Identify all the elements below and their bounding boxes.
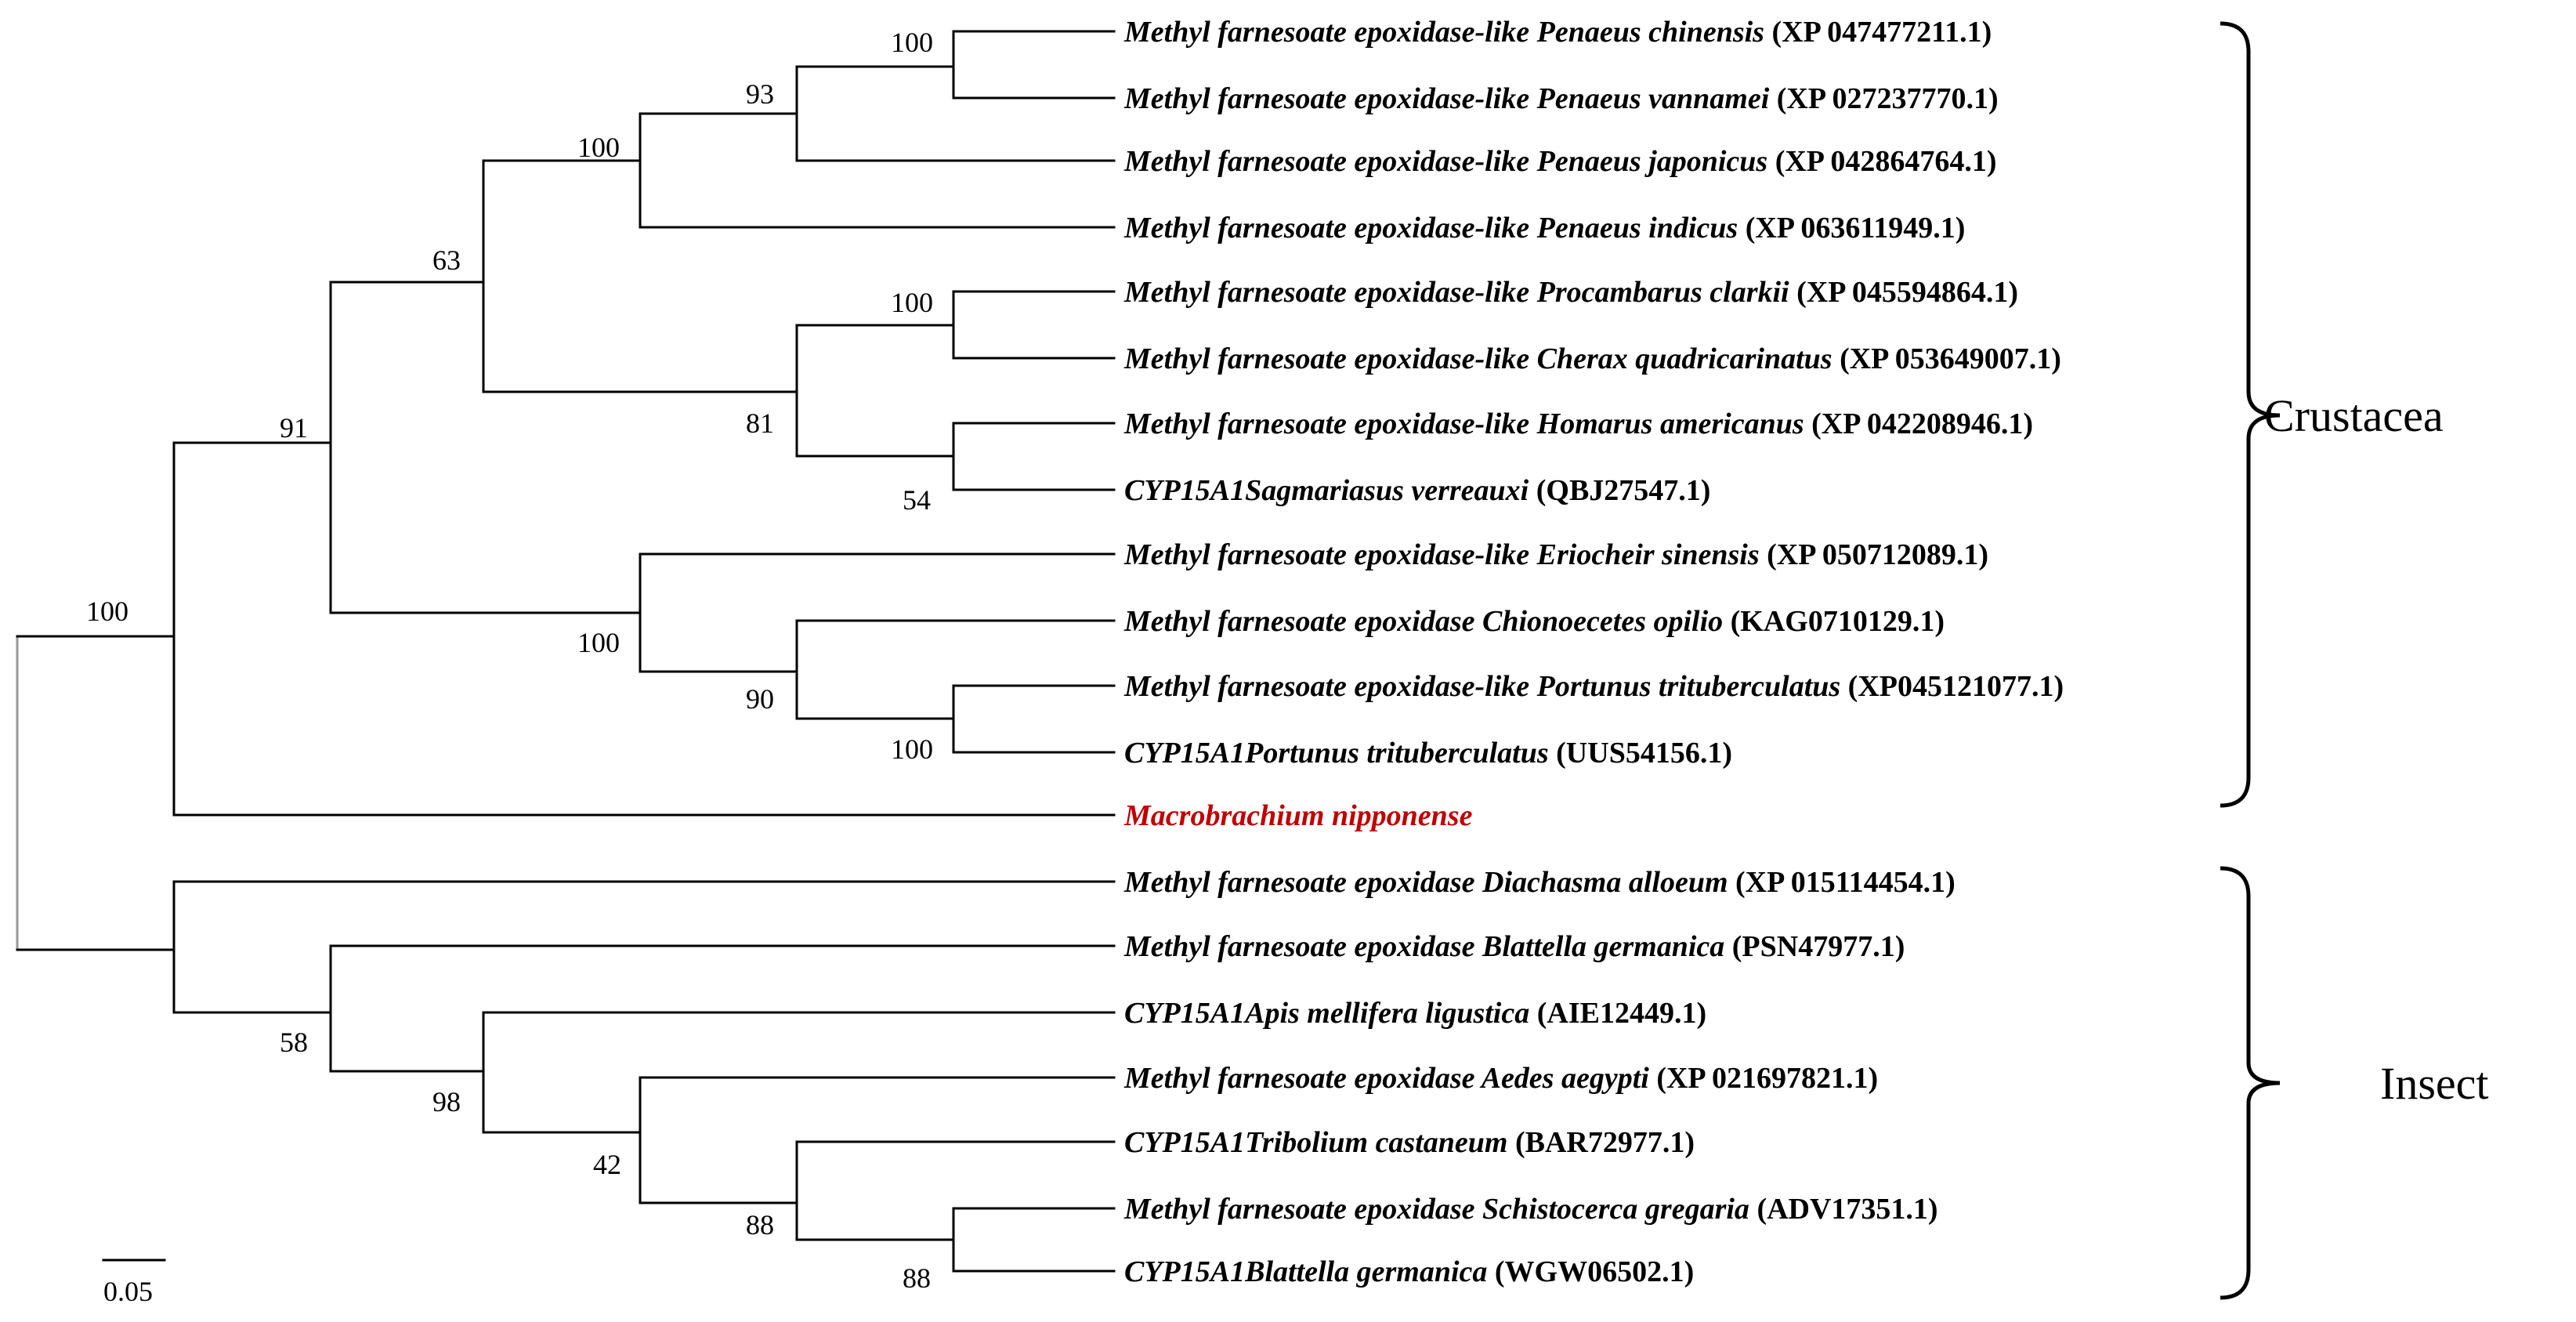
taxon-species: Macrobrachium nipponense [1123, 799, 1473, 832]
taxon-accession: (ADV17351.1) [1749, 1193, 1938, 1226]
taxon-species: Methyl farnesoate epoxidase-like Penaeus… [1123, 212, 1738, 244]
taxon-accession: (QBJ27547.1) [1529, 474, 1710, 507]
taxon-label: Methyl farnesoate epoxidase-like Penaeus… [1123, 82, 1999, 115]
support-value: 100 [86, 596, 128, 627]
support-value: 88 [903, 1262, 931, 1294]
taxon-accession: (KAG0710129.1) [1723, 605, 1945, 638]
taxon-label: Methyl farnesoate epoxidase Diachasma al… [1123, 866, 1956, 899]
support-value: 98 [432, 1086, 461, 1117]
taxon-species: CYP15A1Sagmariasus verreauxi [1124, 474, 1529, 507]
taxon-accession: (XP 047477211.1) [1764, 16, 1992, 49]
insect-brace [2220, 866, 2281, 1300]
taxon-label: Methyl farnesoate epoxidase Chionoecetes… [1123, 605, 1945, 638]
taxon-accession: (XP 021697821.1) [1649, 1062, 1878, 1095]
support-value: 100 [577, 627, 620, 658]
taxon-label: Methyl farnesoate epoxidase Aedes aegypt… [1123, 1062, 1878, 1095]
support-value: 100 [891, 287, 933, 318]
taxon-accession: (WGW06502.1) [1487, 1255, 1694, 1288]
support-value: 90 [746, 683, 774, 715]
taxon-species: Methyl farnesoate epoxidase Aedes aegypt… [1123, 1062, 1649, 1095]
taxon-accession: (PSN47977.1) [1724, 930, 1905, 963]
support-value: 54 [903, 484, 931, 516]
taxon-labels: Methyl farnesoate epoxidase-like Penaeus… [1123, 16, 2064, 1288]
support-value: 58 [280, 1027, 308, 1058]
crustacea-brace [2220, 21, 2281, 808]
taxon-label: Methyl farnesoate epoxidase Schistocerca… [1123, 1193, 1938, 1226]
taxon-label: Methyl farnesoate epoxidase-like Procamb… [1123, 276, 2018, 309]
taxon-species: CYP15A1Apis mellifera ligustica [1124, 997, 1529, 1030]
taxon-accession: (UUS54156.1) [1549, 737, 1732, 770]
taxon-accession: (XP 015114454.1) [1728, 866, 1956, 899]
taxon-accession: (XP 045594864.1) [1789, 276, 2018, 309]
taxon-species: Methyl farnesoate epoxidase Chionoecetes… [1123, 605, 1723, 638]
taxon-label: Methyl farnesoate epoxidase Blattella ge… [1123, 930, 1905, 963]
taxon-species: Methyl farnesoate epoxidase-like Penaeus… [1123, 16, 1764, 49]
support-value: 63 [432, 244, 461, 276]
taxon-label: Methyl farnesoate epoxidase-like Cherax … [1123, 342, 2061, 375]
taxon-label: Methyl farnesoate epoxidase-like Erioche… [1123, 538, 1988, 571]
taxon-accession: (XP 063611949.1) [1738, 212, 1965, 244]
taxon-accession: (XP 042864764.1) [1767, 145, 1996, 178]
taxon-species: Methyl farnesoate epoxidase Blattella ge… [1123, 930, 1724, 963]
taxon-label: Methyl farnesoate epoxidase-like Penaeus… [1123, 145, 1997, 178]
taxon-species: Methyl farnesoate epoxidase Diachasma al… [1123, 866, 1728, 899]
taxon-species: CYP15A1Blattella germanica [1124, 1255, 1487, 1288]
taxon-label: Methyl farnesoate epoxidase-like Penaeus… [1123, 212, 1965, 244]
taxon-species: Methyl farnesoate epoxidase-like Procamb… [1123, 276, 1789, 309]
taxon-species: CYP15A1Tribolium castaneum [1124, 1126, 1507, 1159]
taxon-species: Methyl farnesoate epoxidase-like Penaeus… [1123, 82, 1770, 115]
scale-bar-label: 0.05 [103, 1276, 153, 1307]
taxon-accession: (BAR72977.1) [1507, 1126, 1695, 1159]
support-value: 100 [891, 733, 933, 765]
taxon-accession: (XP 053649007.1) [1833, 342, 2061, 375]
support-value: 100 [891, 27, 933, 58]
taxon-species: Methyl farnesoate epoxidase-like Erioche… [1123, 538, 1760, 571]
taxon-accession: (XP 042208946.1) [1804, 407, 2033, 440]
taxon-species: Methyl farnesoate epoxidase-like Penaeus… [1123, 145, 1767, 178]
support-value: 88 [746, 1209, 774, 1241]
taxon-accession: (XP 027237770.1) [1769, 82, 1998, 115]
taxon-label: CYP15A1Portunus trituberculatus (UUS5415… [1124, 737, 1732, 770]
taxon-accession: (XP045121077.1) [1840, 670, 2064, 703]
taxon-label: Methyl farnesoate epoxidase-like Homarus… [1123, 407, 2033, 440]
taxon-species: Methyl farnesoate epoxidase Schistocerca… [1123, 1193, 1749, 1226]
support-value: 100 [577, 132, 620, 163]
group-label-crustacea: Crustacea [2264, 390, 2444, 441]
support-value: 93 [746, 78, 774, 110]
taxon-label: Methyl farnesoate epoxidase-like Penaeus… [1123, 16, 1992, 49]
support-value: 91 [280, 412, 308, 444]
taxon-label: CYP15A1Apis mellifera ligustica (AIE1244… [1124, 997, 1706, 1030]
taxon-label: CYP15A1Tribolium castaneum (BAR72977.1) [1124, 1126, 1695, 1159]
taxon-species: Methyl farnesoate epoxidase-like Portunu… [1123, 670, 1840, 703]
taxon-label: CYP15A1Blattella germanica (WGW06502.1) [1124, 1255, 1694, 1288]
taxon-species: CYP15A1Portunus trituberculatus [1124, 737, 1549, 770]
taxon-species: Methyl farnesoate epoxidase-like Homarus… [1123, 407, 1804, 440]
taxon-label: CYP15A1Sagmariasus verreauxi (QBJ27547.1… [1124, 474, 1710, 507]
group-label-insect: Insect [2380, 1058, 2489, 1109]
support-value: 42 [593, 1149, 621, 1180]
taxon-accession: (AIE12449.1) [1529, 997, 1706, 1030]
taxon-label: Macrobrachium nipponense [1123, 799, 1473, 832]
taxon-label: Methyl farnesoate epoxidase-like Portunu… [1123, 670, 2064, 703]
support-value: 81 [746, 407, 774, 439]
taxon-species: Methyl farnesoate epoxidase-like Cherax … [1123, 342, 1833, 375]
taxon-accession: (XP 050712089.1) [1760, 538, 1988, 571]
